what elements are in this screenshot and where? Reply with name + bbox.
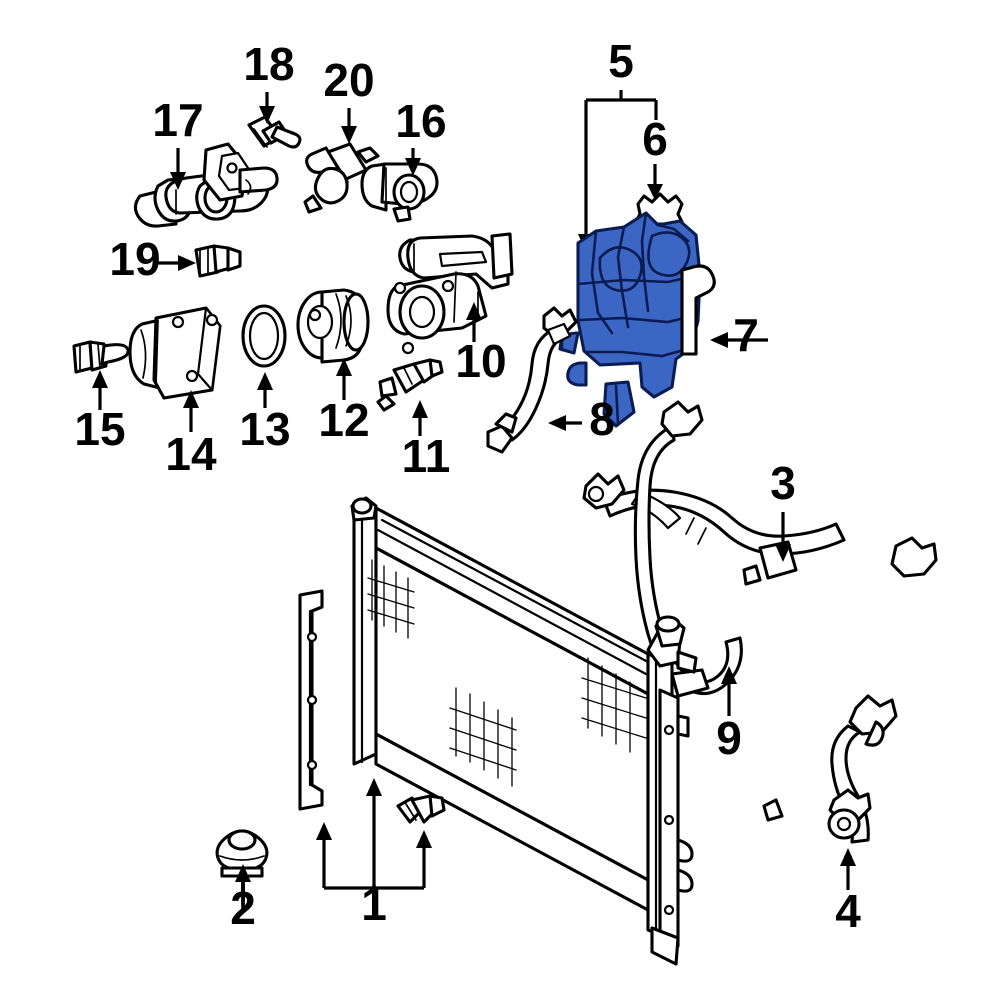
part-water-pump-housing: [133, 142, 279, 228]
part-reservoir-standoff-tube: [680, 264, 716, 356]
callout-1-bracket: [316, 778, 432, 890]
part-thermostat-housing: [128, 306, 222, 400]
callout-3-arrow: [775, 512, 791, 562]
callout-8-arrow: [548, 415, 582, 431]
callout-label-10: 10: [455, 335, 506, 387]
callout-label-9: 9: [716, 712, 742, 764]
part-water-inlet-tube: [356, 146, 439, 223]
callout-label-20: 20: [323, 54, 374, 106]
part-bolt-19: [194, 244, 242, 278]
callout-label-6: 6: [642, 113, 668, 165]
callout-label-15: 15: [74, 403, 125, 455]
part-reservoir-overflow-hose: [486, 306, 578, 454]
part-water-outlet-connector: [386, 232, 514, 355]
part-thermostat: [296, 288, 370, 364]
callout-label-3: 3: [770, 457, 796, 509]
callout-label-1: 1: [361, 878, 387, 930]
callout-label-16: 16: [395, 95, 446, 147]
part-radiator-mount-insulator: [215, 829, 269, 878]
radiator-fin-hatching: [367, 559, 647, 787]
callout-9-arrow: [721, 666, 737, 716]
callout-label-7: 7: [733, 309, 759, 361]
part-coolant-reservoir-tank-highlighted: [558, 211, 702, 428]
callout-label-17: 17: [152, 94, 203, 146]
part-radiator-assembly: [298, 496, 698, 966]
callout-label-11: 11: [402, 430, 451, 482]
callout-label-2: 2: [230, 882, 256, 934]
callout-label-5: 5: [608, 35, 634, 87]
part-housing-bolt: [72, 340, 130, 374]
part-coolant-temperature-sensor: [376, 358, 444, 412]
callout-6-arrow: [647, 164, 663, 200]
part-radiator-outlet-hose: [633, 400, 784, 822]
callout-arrows: [92, 92, 482, 912]
callout-labels: 1 2 3 4 5 6 7 8 9 10 11 12 13 14 15 16 1…: [74, 35, 861, 937]
part-heater-pipe-connector: [303, 142, 368, 214]
part-stud-bolt: [247, 115, 302, 149]
callout-label-19: 19: [109, 233, 160, 285]
callout-label-12: 12: [318, 394, 369, 446]
callout-label-13: 13: [239, 403, 290, 455]
callout-4-arrow: [840, 848, 856, 890]
part-lower-bypass-hose: [827, 694, 898, 844]
callout-7-arrow: [710, 332, 768, 348]
part-thermostat-gasket: [241, 304, 287, 368]
callout-label-4: 4: [835, 885, 861, 937]
callout-label-18: 18: [243, 38, 294, 90]
callout-label-14: 14: [165, 428, 217, 480]
callout-label-8: 8: [589, 393, 615, 445]
